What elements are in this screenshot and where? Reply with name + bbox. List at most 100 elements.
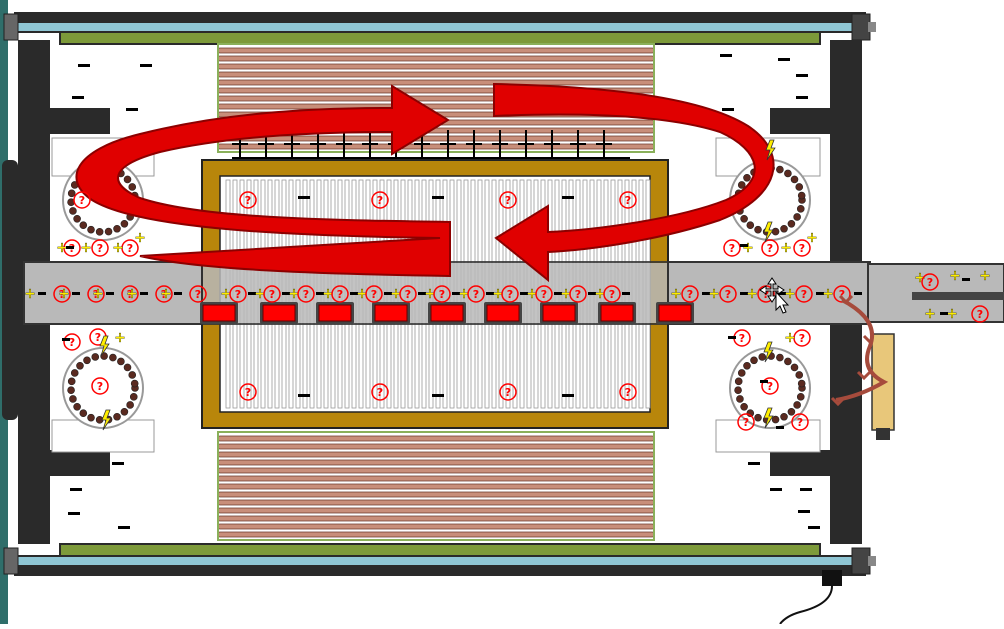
unknown-charge: ? (235, 288, 241, 301)
bearing-ball (79, 409, 88, 418)
bottom-cable (779, 570, 842, 625)
unknown-charge: ? (687, 288, 693, 301)
negative-charge (452, 292, 460, 295)
negative-charge (140, 292, 148, 295)
bearing-ball (69, 207, 77, 215)
negative-charge (796, 74, 808, 77)
negative-charge (520, 292, 528, 295)
unknown-charge: ? (337, 288, 343, 301)
positive-charge: + (134, 230, 146, 246)
coil-winding (217, 499, 655, 506)
unknown-charge: ? (245, 194, 251, 207)
bearing-ball (67, 189, 76, 198)
coil-winding (217, 491, 655, 498)
negative-charge (722, 108, 734, 111)
bearing-ball (743, 361, 751, 370)
unknown-charge: ? (729, 242, 735, 255)
stator-coil-bottom (217, 431, 655, 541)
unknown-charge-ring (239, 191, 257, 209)
negative-charge (796, 96, 808, 99)
magnet (262, 304, 296, 322)
unknown-charge-ring (921, 273, 939, 291)
magnet (542, 304, 576, 322)
magnet (600, 304, 634, 322)
positive-charge: + (80, 240, 92, 256)
unknown-charge: ? (507, 288, 513, 301)
bearing-ball (797, 191, 806, 200)
unknown-charge-ring (63, 333, 81, 351)
negative-charge (778, 58, 790, 61)
unknown-charge: ? (269, 288, 275, 301)
bearing-ball (787, 219, 796, 228)
unknown-charge-ring (239, 383, 257, 401)
unknown-charge: ? (195, 288, 201, 301)
negative-charge (798, 510, 810, 513)
negative-charge (140, 64, 152, 67)
coil-winding (217, 55, 655, 62)
unknown-charge: ? (505, 194, 511, 207)
negative-charge (702, 292, 710, 295)
bearing-ball (795, 183, 804, 191)
coil-winding (217, 515, 655, 522)
negative-charge (72, 96, 84, 99)
unknown-charge: ? (767, 242, 773, 255)
negative-charge (588, 292, 596, 295)
negative-charge (118, 526, 130, 529)
bearing-ball (69, 395, 77, 403)
coil-winding (217, 475, 655, 482)
bearing-ball (796, 393, 805, 401)
unknown-charge: ? (79, 194, 85, 207)
negative-charge (808, 526, 820, 529)
negative-charge (486, 292, 494, 295)
positive-charge: + (594, 286, 606, 302)
bearing-ball (793, 213, 801, 221)
bearing-ball (87, 413, 95, 422)
bearing-ball (780, 224, 788, 233)
bearing-ball (123, 363, 132, 372)
negative-charge (816, 292, 824, 295)
coil-winding (217, 47, 655, 54)
negative-charge (728, 336, 736, 339)
negative-charge (622, 292, 630, 295)
negative-charge (748, 462, 760, 465)
unknown-charge: ? (505, 386, 511, 399)
unknown-charge-ring (371, 383, 389, 401)
positive-charge: + (92, 286, 104, 302)
bearing-ball (740, 403, 748, 411)
positive-charge: + (822, 286, 834, 302)
unknown-charge-ring (761, 239, 779, 257)
charge-markers: ????????+?+?+?+?+?+?+?+?+?+?+?+?+?+?+?+?… (24, 54, 991, 529)
negative-charge (776, 426, 784, 429)
unknown-charge: ? (371, 288, 377, 301)
coil-winding (217, 507, 655, 514)
bearing-ball (793, 401, 801, 409)
unknown-charge: ? (625, 386, 631, 399)
unknown-charge-ring (365, 285, 383, 303)
unknown-charge-ring (91, 239, 109, 257)
negative-charge (800, 488, 812, 491)
bearing-ball (790, 363, 799, 372)
negative-charge (554, 292, 562, 295)
unknown-charge-ring (399, 285, 417, 303)
unknown-charge-ring (297, 285, 315, 303)
bearing-ball (73, 215, 81, 223)
bearing-ball (795, 371, 804, 379)
positive-charge: + (24, 286, 36, 302)
unknown-charge: ? (59, 288, 65, 301)
unknown-charge-ring (189, 285, 207, 303)
coil-winding (217, 459, 655, 466)
bearing-ball (128, 183, 137, 191)
unknown-charge-ring (371, 191, 389, 209)
positive-charge: + (560, 286, 572, 302)
unknown-charge-ring (971, 305, 989, 323)
negative-charge (66, 246, 74, 249)
bearing-ball (76, 361, 84, 370)
unknown-charge-ring (87, 285, 105, 303)
positive-charge: + (424, 286, 436, 302)
positive-charge: + (784, 330, 796, 346)
coil-winding (217, 435, 655, 442)
negative-charge (174, 292, 182, 295)
housing-walls (2, 40, 862, 544)
positive-charge: + (56, 240, 68, 256)
bearing-ball (109, 353, 117, 362)
